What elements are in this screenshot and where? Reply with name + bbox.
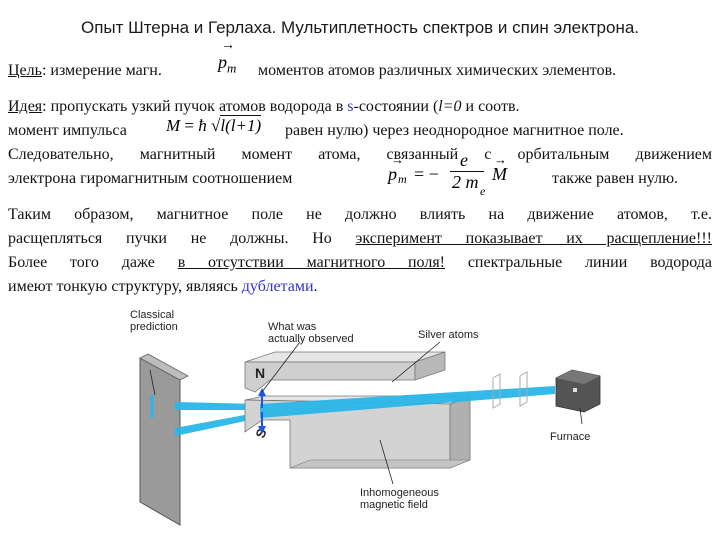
magnet-north-front: [244, 361, 416, 393]
idea-line-4b: также равен нулю.: [552, 170, 679, 187]
conclusion-text-2a: расщепляться пучки не должны. Но: [8, 230, 356, 247]
stern-gerlach-diagram: N S Classical prediction What was actual…: [130, 309, 601, 526]
formula-eq-pm-sub: m: [398, 172, 407, 186]
sqrt-icon: √: [211, 116, 221, 135]
observed-label-1: What was: [268, 321, 317, 333]
idea-label: Идея: [8, 98, 43, 115]
idea-text-1a: : пропускать узкий пучок атомов водорода…: [42, 98, 348, 115]
conclusion-line-3: Более того даже в отсутствии магнитного …: [8, 252, 712, 274]
conclusion-line-4: имеют тонкую структуру, являясь дублетам…: [8, 276, 318, 298]
formula-M: M: [166, 116, 181, 135]
classical-prediction-label-2: prediction: [130, 321, 178, 333]
page-title: Опыт Штерна и Герлаха. Мультиплетность с…: [80, 18, 640, 37]
beam-upper: [175, 402, 260, 410]
formula-eq-sign: = −: [414, 164, 439, 184]
north-label: N: [255, 365, 265, 381]
goal-label: Цель: [8, 62, 42, 79]
conclusion-text-3a: Более того даже: [8, 254, 178, 271]
idea-s: s: [347, 98, 354, 115]
idea-text-1c: и соотв.: [461, 98, 520, 115]
formula-pm: → pm: [218, 38, 237, 77]
formula-pm-sub: m: [227, 60, 237, 76]
formula-eq-M: M: [492, 164, 507, 184]
formula-eq-pm: p: [388, 164, 397, 184]
vector-arrow-icon: →: [221, 38, 235, 53]
idea-line-4a: электрона гиромагнитным соотношением: [8, 170, 293, 187]
conclusion-text-4b: .: [313, 278, 318, 295]
beam-incoming: [260, 386, 555, 418]
formula-hbar: ħ: [198, 116, 207, 135]
goal-line: Цель: измерение магн.: [8, 60, 718, 82]
idea-text-1b: -состоянии (: [353, 98, 439, 115]
formula-pm-letter: p: [218, 52, 227, 72]
conclusion-line-2: расщепляться пучки не должны. Но экспери…: [8, 228, 712, 250]
formula-frac-den: 2 m: [452, 172, 479, 192]
vector-arrow-icon: →: [494, 152, 507, 167]
fraction-bar: [450, 171, 484, 172]
formula-sqrt-body: l(l+1): [220, 115, 262, 135]
inhomogeneous-label-1: Inhomogeneous: [360, 487, 439, 499]
idea-l0: l=0: [438, 98, 462, 115]
conclusion-text-4a: имеют тонкую структуру, являясь: [8, 278, 242, 295]
conclusion-line-1: Таким образом, магнитное поле не должно …: [8, 206, 712, 223]
goal-text-after: моментов атомов различных химических эле…: [258, 62, 617, 79]
idea-line-3: Следовательно, магнитный момент атома, с…: [8, 146, 712, 163]
conclusion-text-3b: спектральные линии водорода: [445, 254, 712, 271]
observed-label-2: actually observed: [268, 333, 354, 345]
detector-screen: [139, 357, 181, 526]
conclusion-text-3u: в отсутствии магнитного поля!: [177, 254, 446, 271]
vector-arrow-icon: →: [391, 152, 404, 167]
formula-frac-den-sub: e: [480, 184, 486, 198]
beam-lower: [175, 412, 260, 436]
goal-text-before: : измерение магн.: [41, 62, 162, 79]
classical-prediction-label-1: Classical: [130, 309, 174, 321]
conclusion-doublets: дублетами: [241, 278, 314, 295]
idea-line-2a: момент импульса: [8, 122, 127, 139]
silver-atoms-label: Silver atoms: [418, 329, 479, 341]
slit-2: [519, 371, 528, 407]
furnace-label: Furnace: [550, 431, 590, 443]
slit-1: [492, 373, 501, 409]
inhomogeneous-label-2: magnetic field: [360, 499, 428, 511]
formula-frac-num: e: [460, 150, 468, 170]
formula-angular-momentum: M = ħ √l(l+1): [166, 115, 262, 135]
magnet-north-top: [244, 351, 446, 363]
idea-line-2b: равен нулю) через неоднородное магнитное…: [285, 122, 624, 139]
idea-line-1: Идея: пропускать узкий пучок атомов водо…: [8, 96, 718, 118]
conclusion-text-2u: эксперимент показывает их расщепление!!!: [355, 230, 712, 247]
